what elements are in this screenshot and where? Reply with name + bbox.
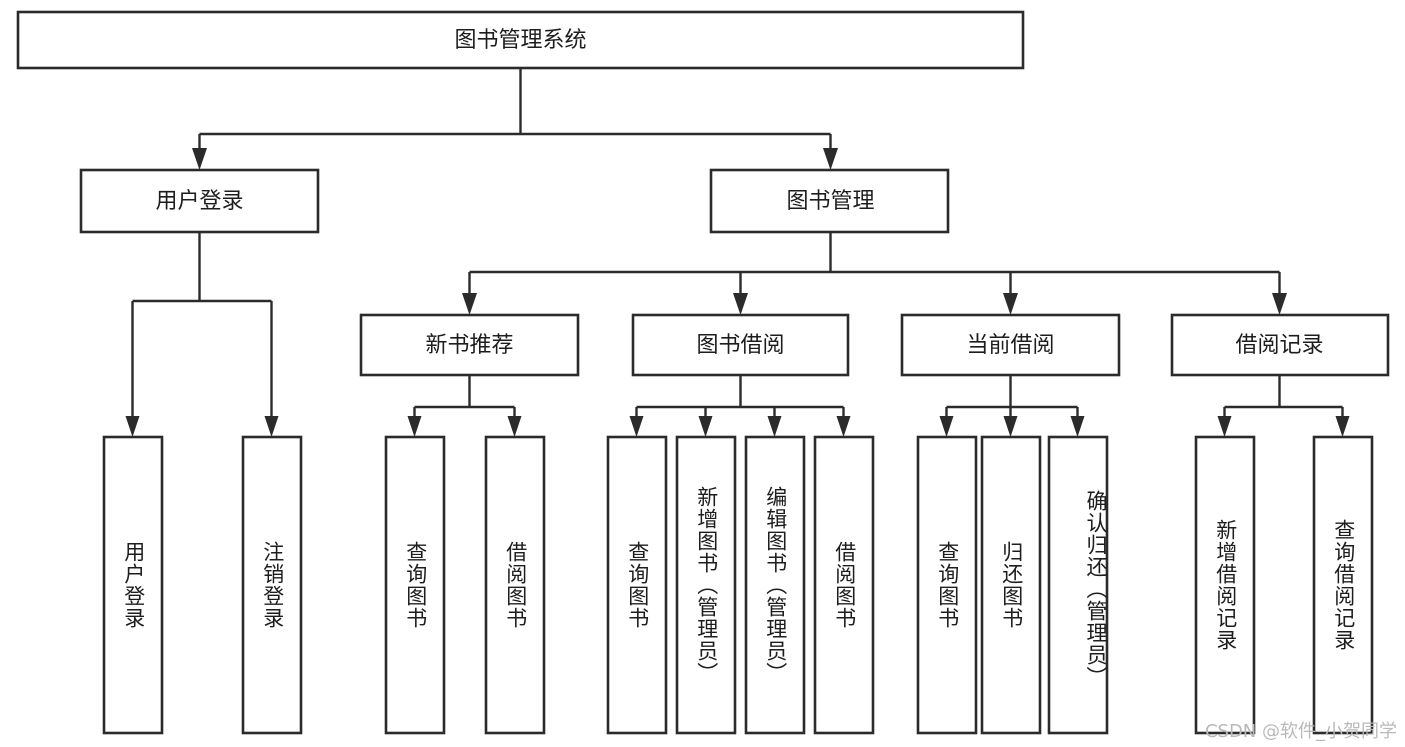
leaf-box-query-borrow-record[interactable] xyxy=(1312,435,1374,735)
leaf-label-logout: 注销登录 xyxy=(260,541,284,629)
leaf-label-add-borrow-record: 新增借阅记录 xyxy=(1213,519,1237,651)
leaf-box-logout[interactable] xyxy=(241,435,303,735)
node-user-login[interactable] xyxy=(79,168,320,234)
leaf-label-return-book: 归还图书 xyxy=(999,541,1023,629)
node-book-borrow-label: 图书借阅 xyxy=(696,332,784,357)
leaf-box-query-book-1[interactable] xyxy=(384,435,446,735)
node-borrow-record-label: 借阅记录 xyxy=(1235,332,1323,357)
leaf-label-query-book-3: 查询图书 xyxy=(935,541,959,629)
watermark-text: CSDN @软件_小贺同学 xyxy=(1204,721,1397,742)
edge-group-borrowrecord-to-leaves xyxy=(1217,375,1350,437)
leaf-label-add-book-admin: 新增图书（管理员） xyxy=(694,486,718,684)
leaf-box-return-book[interactable] xyxy=(980,435,1042,735)
leaf-box-query-book-2[interactable] xyxy=(606,435,668,735)
leaf-label-edit-book-admin: 编辑图书（管理员） xyxy=(763,486,787,684)
node-new-book-recommend[interactable] xyxy=(359,313,580,377)
leaf-box-query-book-3[interactable] xyxy=(916,435,978,735)
edge-group-userlogin-to-leaves xyxy=(125,232,279,437)
edge-group-newbook-to-leaves xyxy=(407,375,522,437)
node-book-management-label: 图书管理 xyxy=(786,188,874,213)
leaf-label-query-borrow-record: 查询借阅记录 xyxy=(1331,519,1355,651)
edge-group-bookborrow-to-leaves xyxy=(629,375,851,437)
node-book-management[interactable] xyxy=(709,168,950,234)
leaf-label-user-login: 用户登录 xyxy=(121,541,145,629)
node-book-borrow[interactable] xyxy=(631,313,850,377)
node-root-label: 图书管理系统 xyxy=(454,27,586,52)
node-root[interactable] xyxy=(16,10,1025,70)
leaf-box-confirm-return-admin[interactable] xyxy=(1047,435,1109,735)
leaf-box-borrow-book-2[interactable] xyxy=(813,435,875,735)
edge-group-root-to-level2 xyxy=(192,68,838,170)
node-current-borrow-label: 当前借阅 xyxy=(966,332,1054,357)
edge-group-bookmgmt-to-level3 xyxy=(462,232,1287,315)
leaf-box-add-borrow-record[interactable] xyxy=(1194,435,1256,735)
node-user-login-label: 用户登录 xyxy=(155,188,243,213)
leaf-label-borrow-book-2: 借阅图书 xyxy=(832,541,856,629)
leaf-box-edit-book-admin[interactable] xyxy=(744,435,806,735)
leaf-label-borrow-book-1: 借阅图书 xyxy=(503,541,527,629)
leaf-label-query-book-2: 查询图书 xyxy=(625,541,649,629)
leaf-box-user-login[interactable] xyxy=(102,435,164,735)
edge-group-currentborrow-to-leaves xyxy=(939,375,1085,437)
node-borrow-record[interactable] xyxy=(1170,313,1390,377)
node-new-book-recommend-label: 新书推荐 xyxy=(425,332,513,357)
leaf-box-borrow-book-1[interactable] xyxy=(484,435,546,735)
leaf-label-confirm-return-admin: 确认归还（管理员） xyxy=(1084,490,1107,688)
leaf-label-query-book-1: 查询图书 xyxy=(403,541,427,629)
leaf-box-add-book-admin[interactable] xyxy=(675,435,737,735)
node-current-borrow[interactable] xyxy=(900,313,1121,377)
